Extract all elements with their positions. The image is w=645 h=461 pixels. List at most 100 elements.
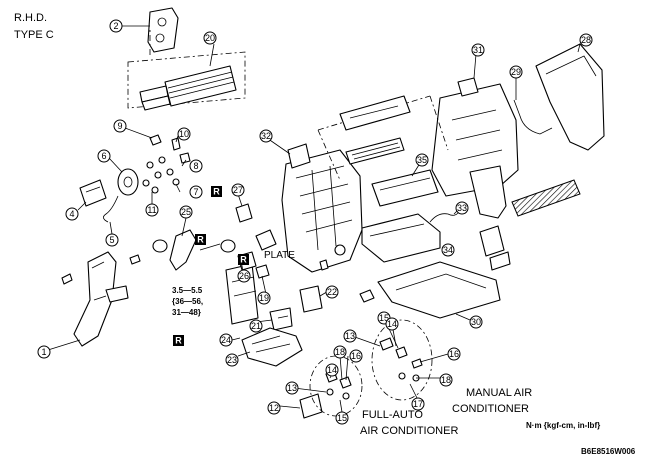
manual-ac-line2: CONDITIONER — [452, 403, 529, 415]
reuse-marker-3: R — [238, 254, 249, 265]
reuse-marker-2: R — [195, 234, 206, 245]
callout-7: 7 — [189, 185, 203, 199]
reuse-marker-4: R — [173, 335, 184, 346]
callout-23: 23 — [225, 353, 239, 367]
callout-18-auto: 18 — [333, 345, 347, 359]
callout-17: 17 — [411, 397, 425, 411]
svg-text:15: 15 — [337, 413, 347, 423]
figure-code: B6E8516W006 — [581, 447, 636, 456]
callout-9: 9 — [113, 119, 127, 133]
callout-4: 4 — [65, 207, 79, 221]
svg-text:R: R — [175, 336, 182, 346]
callout-22: 22 — [325, 285, 339, 299]
callout-35: 35 — [415, 153, 429, 167]
part-lower-case — [359, 261, 501, 319]
part-lever — [129, 229, 221, 271]
part-heater-core — [139, 65, 237, 111]
callout-34: 34 — [441, 243, 455, 257]
svg-text:R: R — [197, 235, 204, 245]
svg-text:5: 5 — [109, 235, 114, 245]
part-bracket-right-2 — [489, 251, 511, 271]
svg-text:29: 29 — [511, 67, 521, 77]
callout-1: 1 — [37, 345, 51, 359]
svg-text:34: 34 — [443, 245, 453, 255]
svg-text:14: 14 — [327, 365, 337, 375]
part-filters — [339, 95, 439, 207]
callout-16-manual: 16 — [447, 347, 461, 361]
callout-26: 26 — [237, 269, 251, 283]
callout-6: 6 — [97, 149, 111, 163]
svg-text:17: 17 — [413, 399, 423, 409]
part-foot-duct — [61, 251, 129, 347]
svg-text:11: 11 — [147, 205, 156, 215]
callout-24: 24 — [219, 333, 233, 347]
torque-line2: {36—56, — [172, 297, 203, 306]
svg-text:2: 2 — [113, 21, 118, 31]
svg-text:R: R — [240, 255, 247, 265]
svg-text:13: 13 — [287, 383, 297, 393]
svg-text:35: 35 — [417, 155, 427, 165]
svg-text:6: 6 — [101, 151, 106, 161]
callout-31: 31 — [471, 43, 485, 57]
callout-13-manual: 13 — [343, 329, 357, 343]
auto-ac-line2: AIR CONDITIONER — [360, 425, 458, 437]
callout-15-auto: 15 — [335, 411, 349, 425]
part-heater-unit — [281, 143, 363, 273]
svg-text:10: 10 — [179, 129, 189, 139]
svg-text:27: 27 — [233, 185, 243, 195]
part-19 — [255, 264, 270, 279]
svg-text:25: 25 — [181, 207, 191, 217]
part-actuator — [79, 179, 107, 207]
svg-text:23: 23 — [227, 355, 237, 365]
part-bracket-right — [479, 225, 505, 257]
svg-text:18: 18 — [441, 375, 451, 385]
svg-text:14: 14 — [387, 319, 397, 329]
svg-text:24: 24 — [221, 335, 231, 345]
auto-ac-line1: FULL-AUTO — [362, 409, 423, 421]
part-foam-seal — [535, 43, 605, 151]
svg-text:30: 30 — [471, 317, 481, 327]
callout-18-manual: 18 — [439, 373, 453, 387]
units-note: N·m {kgf-cm, in-lbf} — [526, 421, 600, 430]
callout-2: 2 — [109, 19, 123, 33]
callout-10: 10 — [177, 127, 191, 141]
callout-14-manual: 14 — [385, 317, 399, 331]
callout-21: 21 — [249, 319, 263, 333]
plate-label: PLATE — [264, 250, 295, 261]
part-wire — [103, 195, 119, 223]
callout-11: 11 — [145, 203, 159, 217]
part-bracket-27 — [235, 203, 253, 223]
svg-text:4: 4 — [69, 209, 74, 219]
callout-33: 33 — [455, 201, 469, 215]
callout-14-auto: 14 — [325, 363, 339, 377]
callout-25: 25 — [179, 205, 193, 219]
callout-29: 29 — [509, 65, 523, 79]
svg-text:28: 28 — [581, 35, 591, 45]
svg-text:16: 16 — [449, 349, 459, 359]
svg-text:31: 31 — [473, 45, 483, 55]
callout-12: 12 — [267, 401, 281, 415]
callout-5: 5 — [105, 233, 119, 247]
part-blower — [241, 327, 303, 367]
torque-line3: 31—48} — [172, 308, 201, 317]
svg-text:12: 12 — [269, 403, 279, 413]
svg-text:20: 20 — [205, 33, 215, 43]
svg-text:13: 13 — [345, 331, 355, 341]
part-pipe-flange — [147, 7, 179, 53]
part-intake-box — [431, 77, 519, 219]
part-pipe-33 — [429, 209, 461, 223]
torque-line1: 3.5—5.5 — [172, 286, 203, 295]
callout-27: 27 — [231, 183, 245, 197]
svg-text:1: 1 — [41, 347, 46, 357]
part-evaporator-case — [361, 213, 441, 263]
callout-16-auto: 16 — [349, 349, 363, 363]
svg-text:16: 16 — [351, 351, 361, 361]
svg-text:26: 26 — [239, 271, 249, 281]
svg-text:32: 32 — [261, 131, 271, 141]
svg-text:15: 15 — [379, 313, 389, 323]
svg-text:7: 7 — [193, 187, 198, 197]
svg-text:33: 33 — [457, 203, 467, 213]
header-type: TYPE C — [14, 29, 54, 41]
callout-13-auto: 13 — [285, 381, 299, 395]
